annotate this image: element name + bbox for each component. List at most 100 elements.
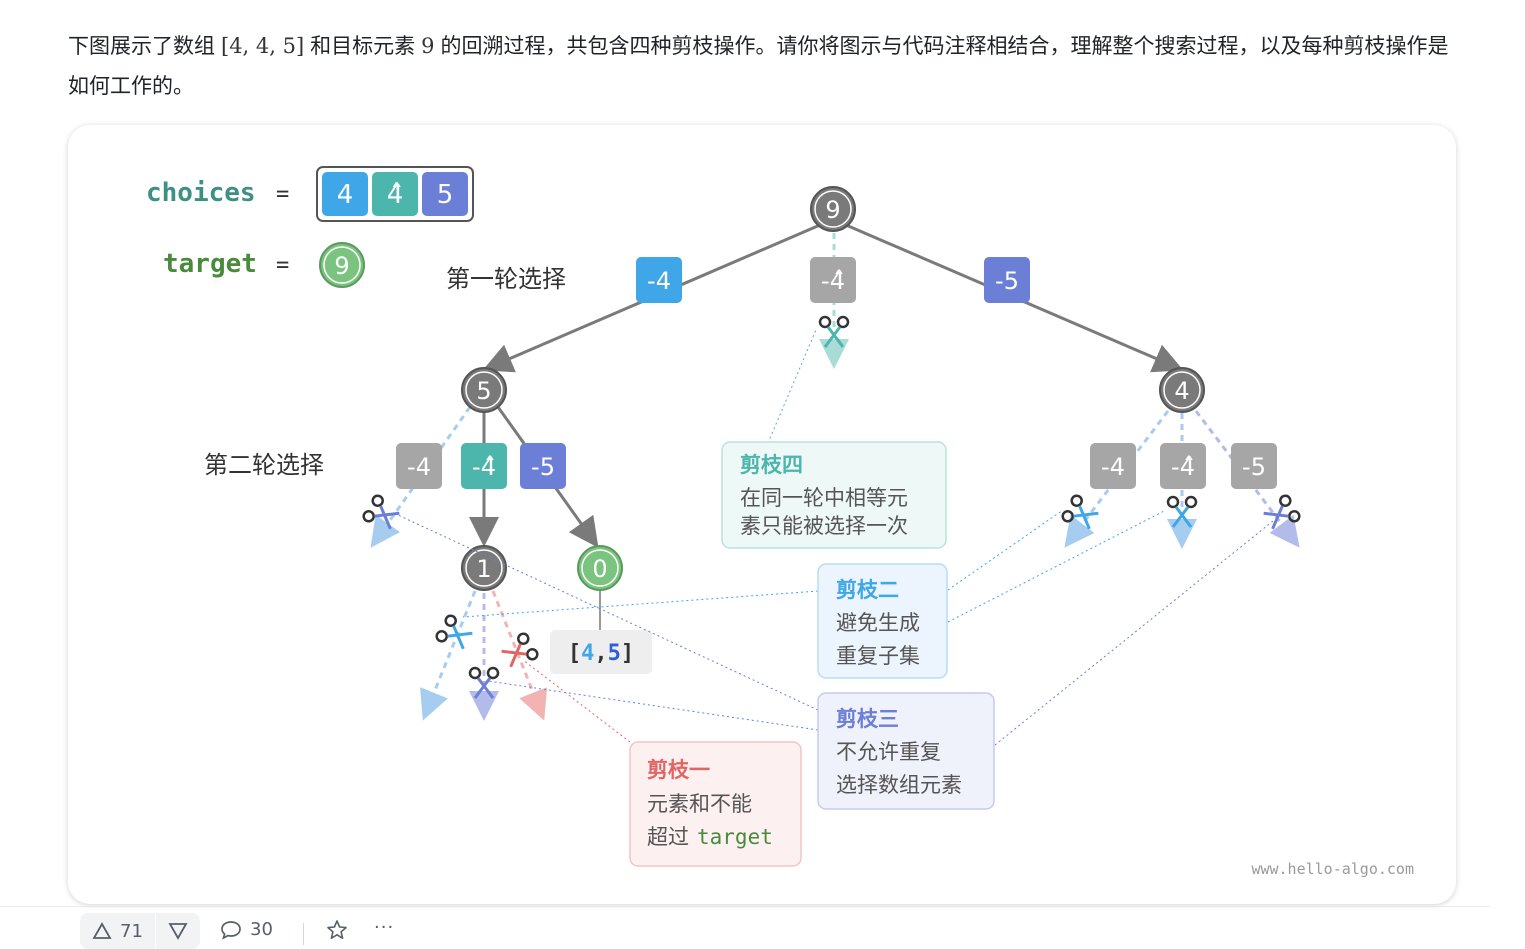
node-5-value: 5 xyxy=(476,377,491,405)
prune2-callout xyxy=(817,563,948,679)
edge-label-r1-minus4 xyxy=(636,257,682,303)
prune4-title: 剪枝四 xyxy=(740,453,803,477)
intro-text-1: 下图展示了数组 xyxy=(68,34,215,58)
choice-4: 4 xyxy=(337,180,354,210)
upvote-icon xyxy=(92,922,112,939)
node-0-value: 0 xyxy=(592,555,607,583)
result-item-4: 4 xyxy=(581,641,594,666)
prune2-line2: 重复子集 xyxy=(836,644,920,668)
choice-5: 5 xyxy=(437,180,454,210)
root-value: 9 xyxy=(825,196,840,224)
prune3-line2: 选择数组元素 xyxy=(836,773,962,797)
scissors-icon xyxy=(468,666,500,699)
round1-label: 第一轮选择 xyxy=(446,265,566,293)
star-button[interactable] xyxy=(326,919,348,941)
edge-r1-minus4-hat: -4̂ xyxy=(821,267,845,295)
result-subset: [4,5] xyxy=(568,641,634,666)
choice-4-hat: 4̂ xyxy=(387,180,404,210)
comment-icon xyxy=(221,920,241,940)
edge-l-minus5: -5 xyxy=(531,453,555,481)
comment-footer: 71 30 ··· xyxy=(0,906,1490,949)
prune1-line2-text: 超过 xyxy=(647,825,689,849)
scissors-icon xyxy=(1263,494,1301,530)
edge-r-minus4: -4 xyxy=(1101,453,1125,481)
choice-cell-4 xyxy=(322,172,368,216)
backtracking-figure: choices = 4 4̂ 5 target = 9 第一轮选择 第二轮选择 … xyxy=(68,125,1456,904)
scissors-icon xyxy=(1166,495,1198,528)
result-box xyxy=(550,630,652,674)
scissors-icon xyxy=(362,494,400,530)
prune3-line1: 不允许重复 xyxy=(836,740,941,764)
vote-box: 71 xyxy=(80,913,200,949)
prune3-callout xyxy=(817,692,995,810)
target-value: 9 xyxy=(334,252,349,280)
more-icon: ··· xyxy=(374,917,395,938)
edge-r-minus4-hat: -4̂ xyxy=(1171,453,1195,481)
node-0 xyxy=(577,545,623,591)
prune2-title: 剪枝二 xyxy=(836,578,899,602)
watermark: www.hello-algo.com xyxy=(1251,860,1414,878)
edge-r-minus5: -5 xyxy=(1242,453,1266,481)
prune1-line1: 元素和不能 xyxy=(647,792,752,816)
prune4-line2: 素只能被选择一次 xyxy=(740,514,908,538)
choice-cell-4-hat xyxy=(372,172,418,216)
result-comma: , xyxy=(594,641,607,666)
edge-label-l-minus5 xyxy=(520,443,566,489)
scissors-icon xyxy=(501,632,539,668)
comment-count: 30 xyxy=(250,919,273,940)
edge-label-r1-minus5 xyxy=(984,257,1030,303)
downvote-button[interactable] xyxy=(154,913,200,949)
target-label: target xyxy=(163,249,257,279)
comments-button[interactable]: 30 xyxy=(220,919,273,940)
prune3-title: 剪枝三 xyxy=(836,707,899,731)
prune2-line1: 避免生成 xyxy=(836,611,920,635)
edge-l-minus4-hat: -4̂ xyxy=(472,453,496,481)
edge-label-l-minus4-hat xyxy=(461,443,507,489)
result-bracket-open: [ xyxy=(568,641,581,666)
intro-array: [4, 4, 5] xyxy=(221,34,305,58)
node-1 xyxy=(461,545,507,591)
edge-label-r1-minus4-hat xyxy=(810,257,856,303)
root-node xyxy=(810,186,856,232)
backtracking-diagram: choices = 4 4̂ 5 target = 9 第一轮选择 第二轮选择 … xyxy=(146,166,1301,867)
more-options-button[interactable]: ··· xyxy=(374,917,394,938)
upvote-button[interactable]: 71 xyxy=(80,913,155,949)
edge-label-l-minus4 xyxy=(396,443,442,489)
node-4-value: 4 xyxy=(1174,377,1189,405)
downvote-icon xyxy=(168,923,188,940)
star-icon xyxy=(327,920,347,939)
upvote-count: 71 xyxy=(120,920,143,942)
intro-text-3: 的回溯过程，共包含四种剪枝操作。请你将图示与代码注释相结合，理解整个搜索过程，以… xyxy=(68,34,1449,98)
footer-divider xyxy=(303,923,304,945)
scissors-icon xyxy=(435,614,473,650)
edge-r1-minus4: -4 xyxy=(647,267,671,295)
choices-equals: = xyxy=(276,182,289,207)
scissors-icon xyxy=(818,315,850,348)
annotation-leaders xyxy=(397,329,1274,746)
edge-label-r-minus5 xyxy=(1231,443,1277,489)
edge-1-pruned-a xyxy=(420,590,477,721)
target-node xyxy=(319,242,365,288)
edge-label-r-minus4 xyxy=(1090,443,1136,489)
node-5 xyxy=(461,367,507,413)
prune1-title: 剪枝一 xyxy=(647,758,710,782)
result-item-5: 5 xyxy=(608,641,621,666)
prune4-callout xyxy=(721,441,947,549)
choices-label: choices xyxy=(146,178,256,208)
prune1-line2: 超过 target xyxy=(647,825,773,849)
edge-l-minus4: -4 xyxy=(407,453,431,481)
edge-label-r-minus4-hat xyxy=(1160,443,1206,489)
scissors-icon xyxy=(1061,494,1099,530)
round2-label: 第二轮选择 xyxy=(204,451,324,479)
edge-r1-minus5: -5 xyxy=(995,267,1019,295)
prune1-callout xyxy=(629,741,802,867)
node-1-value: 1 xyxy=(476,555,491,583)
prune1-target-code: target xyxy=(697,825,773,849)
target-equals: = xyxy=(276,253,289,278)
result-bracket-close: ] xyxy=(621,641,634,666)
prune4-line1: 在同一轮中相等元 xyxy=(740,486,908,510)
choice-cell-5 xyxy=(422,172,468,216)
intro-target: 9 xyxy=(421,34,435,58)
intro-text-2: 和目标元素 xyxy=(310,34,416,58)
